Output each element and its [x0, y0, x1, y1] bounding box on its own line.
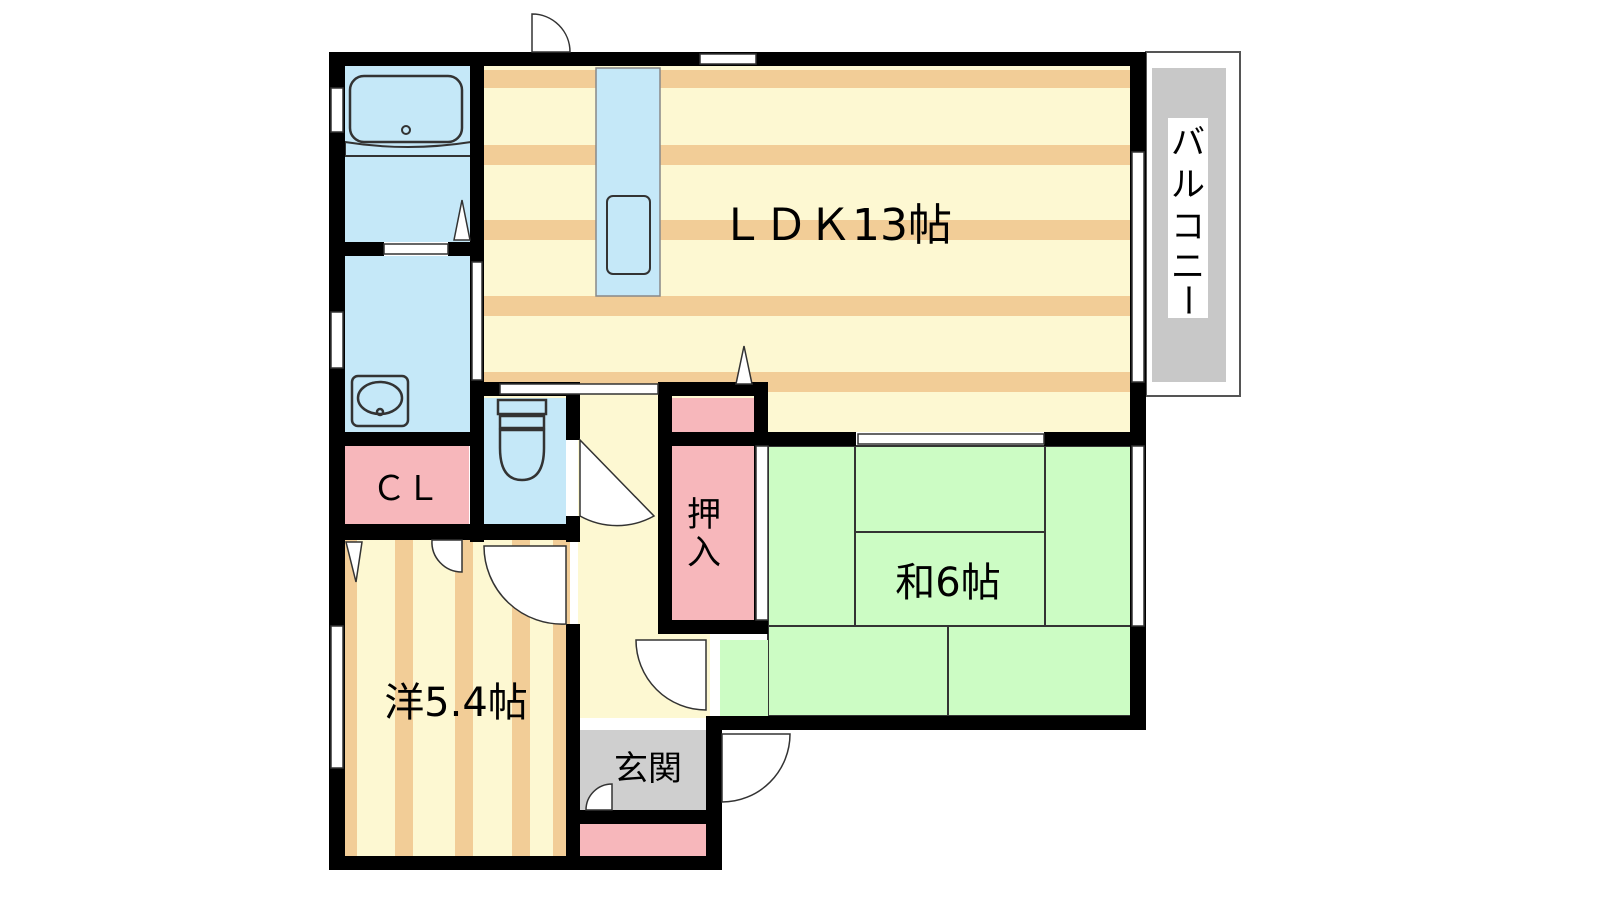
drain-icon [401, 125, 411, 135]
genkan-label: 玄関 [614, 749, 682, 789]
balcony-char: ル [1171, 165, 1205, 205]
balcony-char: コ [1171, 207, 1205, 247]
balcony-char: ニ [1171, 247, 1205, 287]
toilet-icon [496, 398, 548, 482]
sink-icon [350, 374, 410, 428]
balcony-char: バ [1171, 123, 1205, 163]
closet-floor [345, 446, 469, 524]
door-swings [345, 13, 791, 811]
oshiire-label-bottom: 入 [687, 533, 721, 573]
closet-label: ＣＬ [372, 469, 440, 509]
balcony-label: バ ル コ ニ ー [1167, 123, 1207, 317]
oshiire-label-top: 押 [687, 495, 721, 535]
hall-storage-floor [672, 398, 754, 434]
washitsu-label: 和6帖 [895, 560, 1000, 606]
bathroom-floor [345, 66, 471, 242]
balcony-char: ー [1167, 283, 1207, 317]
windows [330, 53, 1145, 769]
ldk-label: ＬＤＫ13帖 [720, 200, 952, 251]
kitchen-sink-icon [606, 195, 651, 275]
youshitsu-label: 洋5.4帖 [384, 680, 528, 726]
bathtub-icon [348, 74, 464, 144]
entry-storage-floor [580, 824, 708, 860]
oshiire-floor [672, 446, 754, 622]
balcony [1145, 51, 1241, 397]
toilet-floor [484, 398, 566, 524]
